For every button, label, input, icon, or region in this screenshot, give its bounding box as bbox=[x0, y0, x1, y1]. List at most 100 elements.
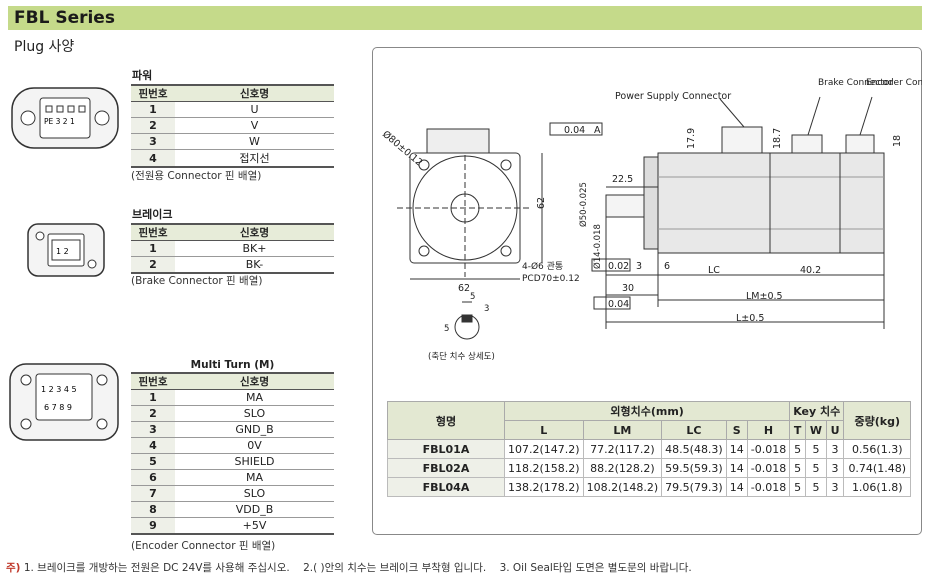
spec-cell-w: 5 bbox=[805, 439, 827, 459]
spec-cell-u: 3 bbox=[825, 477, 845, 497]
pin-number: 1 bbox=[131, 101, 175, 118]
spec-group-key: Key 치수 bbox=[789, 401, 845, 421]
spec-model: FBL02A bbox=[387, 458, 505, 478]
spec-cell-l: 107.2(147.2) bbox=[504, 439, 584, 459]
spec-cell-weight: 0.74(1.48) bbox=[843, 458, 912, 478]
dim-3: 3 bbox=[636, 261, 642, 272]
spec-cell-t: 5 bbox=[789, 458, 807, 478]
footnote-prefix: 주) bbox=[6, 562, 21, 574]
spec-cell-s: 14 bbox=[725, 477, 748, 497]
spec-group-dims: 외형치수(mm) bbox=[503, 401, 791, 421]
spec-cell-weight: 1.06(1.8) bbox=[843, 477, 912, 497]
pin-signal: GND_B bbox=[175, 421, 334, 438]
spec-cell-lc: 59.5(59.3) bbox=[661, 458, 727, 478]
brake-connector-label-line: Brake Connector bbox=[818, 78, 893, 88]
pcd-label: PCD70±0.12 bbox=[522, 274, 580, 284]
pin-number: 4 bbox=[131, 437, 175, 454]
brake-label: 브레이크 bbox=[132, 208, 173, 221]
encoder-note: (Encoder Connector 핀 배열) bbox=[131, 540, 276, 552]
dim-22-5: 22.5 bbox=[612, 174, 633, 185]
pin-signal: V bbox=[175, 117, 334, 134]
spec-col-weight: 중량(kg) bbox=[843, 401, 912, 440]
pin-signal: 접지선 bbox=[175, 149, 334, 168]
pin-number: 1 bbox=[131, 389, 175, 406]
key-dim-5-top: 5 bbox=[470, 292, 475, 302]
spec-cell-w: 5 bbox=[805, 458, 827, 478]
pin-signal: +5V bbox=[175, 517, 334, 535]
shaft-caption: (축단 치수 상세도) bbox=[428, 351, 495, 362]
page-subtitle: Plug 사양 bbox=[14, 39, 75, 55]
motor-dimension-drawing: Power Supply Connector Brake Connector E… bbox=[380, 78, 922, 362]
footnote: 주) 1. 브레이크를 개방하는 전원은 DC 24V를 사용해 주십시오. 2… bbox=[6, 560, 692, 575]
pin-signal: SLO bbox=[175, 405, 334, 422]
footnote-2: 2.( )안의 치수는 브레이크 부착형 입니다. bbox=[303, 562, 487, 574]
pin-signal: VDD_B bbox=[175, 501, 334, 518]
power-connector-label: Power Supply Connector bbox=[615, 91, 731, 102]
spec-model: FBL04A bbox=[387, 477, 505, 497]
spec-cell-h: -0.018 bbox=[746, 458, 791, 478]
runout-value: 0.02 bbox=[608, 261, 629, 272]
dim-18: 18 bbox=[892, 135, 903, 147]
spec-cell-lc: 48.5(48.3) bbox=[661, 439, 727, 459]
encoder-connector-diagram: 1 2 3 4 5 6 7 8 9 bbox=[9, 363, 119, 441]
pin-number: 9 bbox=[131, 517, 175, 535]
spec-cell-u: 3 bbox=[825, 458, 845, 478]
spec-cell-l: 118.2(158.2) bbox=[504, 458, 584, 478]
spec-cell-t: 5 bbox=[789, 477, 807, 497]
dim-62-bottom: 62 bbox=[458, 283, 470, 294]
dim-6: 6 bbox=[664, 261, 670, 272]
spec-cell-h: -0.018 bbox=[746, 477, 791, 497]
spec-col-model: 형명 bbox=[387, 401, 505, 440]
power-connector-diagram: PE 3 2 1 bbox=[11, 87, 119, 149]
spec-cell-lm: 77.2(117.2) bbox=[582, 439, 663, 459]
pin-number: 5 bbox=[131, 453, 175, 470]
pin-number: 6 bbox=[131, 469, 175, 486]
spec-cell-lm: 88.2(128.2) bbox=[582, 458, 663, 478]
dim-18-7: 18.7 bbox=[772, 128, 783, 149]
dim-lc: LC bbox=[708, 265, 720, 276]
dim-lm: LM±0.5 bbox=[746, 291, 783, 302]
pin-signal: BK+ bbox=[175, 240, 334, 257]
pin-signal: U bbox=[175, 101, 334, 118]
holes-label: 4-Ø6 관통 bbox=[522, 261, 563, 272]
spec-cell-weight: 0.56(1.3) bbox=[843, 439, 912, 459]
flatness-datum: A bbox=[594, 125, 601, 136]
spec-cell-s: 14 bbox=[725, 458, 748, 478]
brake-connector-diagram: 1 2 bbox=[27, 223, 105, 277]
spec-model: FBL01A bbox=[387, 439, 505, 459]
pin-signal: 0V bbox=[175, 437, 334, 454]
pin-row: 9+5V bbox=[131, 517, 334, 535]
pin-signal: SLO bbox=[175, 485, 334, 502]
perpendicularity-value: 0.04 bbox=[608, 299, 629, 310]
pin-number: 7 bbox=[131, 485, 175, 502]
spec-cell-t: 5 bbox=[789, 439, 807, 459]
flatness-value: 0.04 bbox=[564, 125, 585, 136]
dim-40-2: 40.2 bbox=[800, 265, 821, 276]
pin-number: 3 bbox=[131, 133, 175, 150]
pin-number: 4 bbox=[131, 149, 175, 168]
key-dim-3: 3 bbox=[484, 304, 489, 314]
page-title: FBL Series bbox=[8, 6, 922, 30]
power-note: (전원용 Connector 핀 배열) bbox=[131, 170, 262, 182]
spec-cell-u: 3 bbox=[825, 439, 845, 459]
footnote-3: 3. Oil Seal타입 도면은 별도문의 바랍니다. bbox=[499, 562, 692, 574]
encoder-connector-label-line: Encoder Connector bbox=[866, 78, 922, 88]
